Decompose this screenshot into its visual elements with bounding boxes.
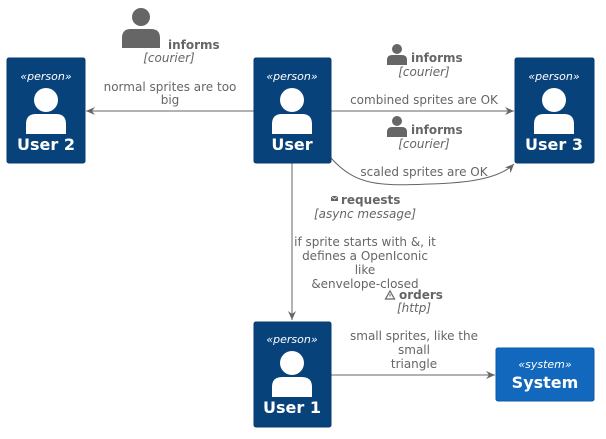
person-node-user2[interactable]: «person» User 2 xyxy=(6,57,86,164)
label-line: combined sprites are OK xyxy=(350,93,499,107)
person-node-user[interactable]: «person» User xyxy=(253,57,332,164)
label-line: &envelope-closed xyxy=(311,277,418,291)
stereotype-label: «person» xyxy=(20,70,71,83)
edge-label-user3-scaled: informs [courier] scaled sprites are OK xyxy=(360,116,489,179)
label-line: small xyxy=(398,343,430,357)
tag-tech: [courier] xyxy=(143,51,195,65)
courier-tag: informs [courier] xyxy=(122,8,220,65)
person-node-user1[interactable]: «person» User 1 xyxy=(253,321,332,428)
label-line: scaled sprites are OK xyxy=(360,165,488,179)
tag-label: informs xyxy=(168,38,220,52)
envelope-closed-icon xyxy=(330,195,339,201)
edge-label-user2: normal sprites are too big xyxy=(104,80,237,107)
node-name: User 1 xyxy=(263,398,321,417)
label-line: small sprites, like the xyxy=(350,329,478,343)
tag-tech: [async message] xyxy=(314,207,416,221)
stereotype-label: «system» xyxy=(518,358,572,371)
tag-tech: [courier] xyxy=(398,65,450,79)
node-name: User 3 xyxy=(525,135,583,154)
label-line: if sprite starts with &, it xyxy=(294,235,436,249)
courier-person-icon xyxy=(387,44,407,65)
tag-tech: [http] xyxy=(397,301,431,315)
stereotype-label: «person» xyxy=(266,333,317,346)
courier-person-icon xyxy=(387,116,407,137)
triangle-icon xyxy=(384,289,396,300)
label-line: like xyxy=(355,263,376,277)
label-line: defines a OpenIconic xyxy=(302,249,428,263)
tag-label: informs xyxy=(411,123,463,137)
edge-label-user3-combined: informs [courier] combined sprites are O… xyxy=(350,44,499,107)
label-line: triangle xyxy=(391,357,437,371)
label-line: big xyxy=(161,93,180,107)
stereotype-label: «person» xyxy=(266,70,317,83)
stereotype-label: «person» xyxy=(528,70,579,83)
courier-person-icon xyxy=(122,8,160,48)
tag-label: informs xyxy=(411,51,463,65)
edge-user-to-user3-scaled xyxy=(330,157,515,186)
tag-label: orders xyxy=(399,288,443,302)
node-name: System xyxy=(512,373,579,392)
tag-tech: [courier] xyxy=(398,137,450,151)
tag-label: requests xyxy=(341,193,400,207)
node-name: User 2 xyxy=(17,135,75,154)
person-node-user3[interactable]: «person» User 3 xyxy=(514,57,595,164)
system-node[interactable]: «system» System xyxy=(495,347,595,402)
label-line: normal sprites are too xyxy=(104,80,237,94)
edge-label-user1: requests [async message] if sprite start… xyxy=(294,193,436,291)
node-name: User xyxy=(271,135,312,154)
edge-label-system: orders [http] small sprites, like the sm… xyxy=(350,288,478,371)
